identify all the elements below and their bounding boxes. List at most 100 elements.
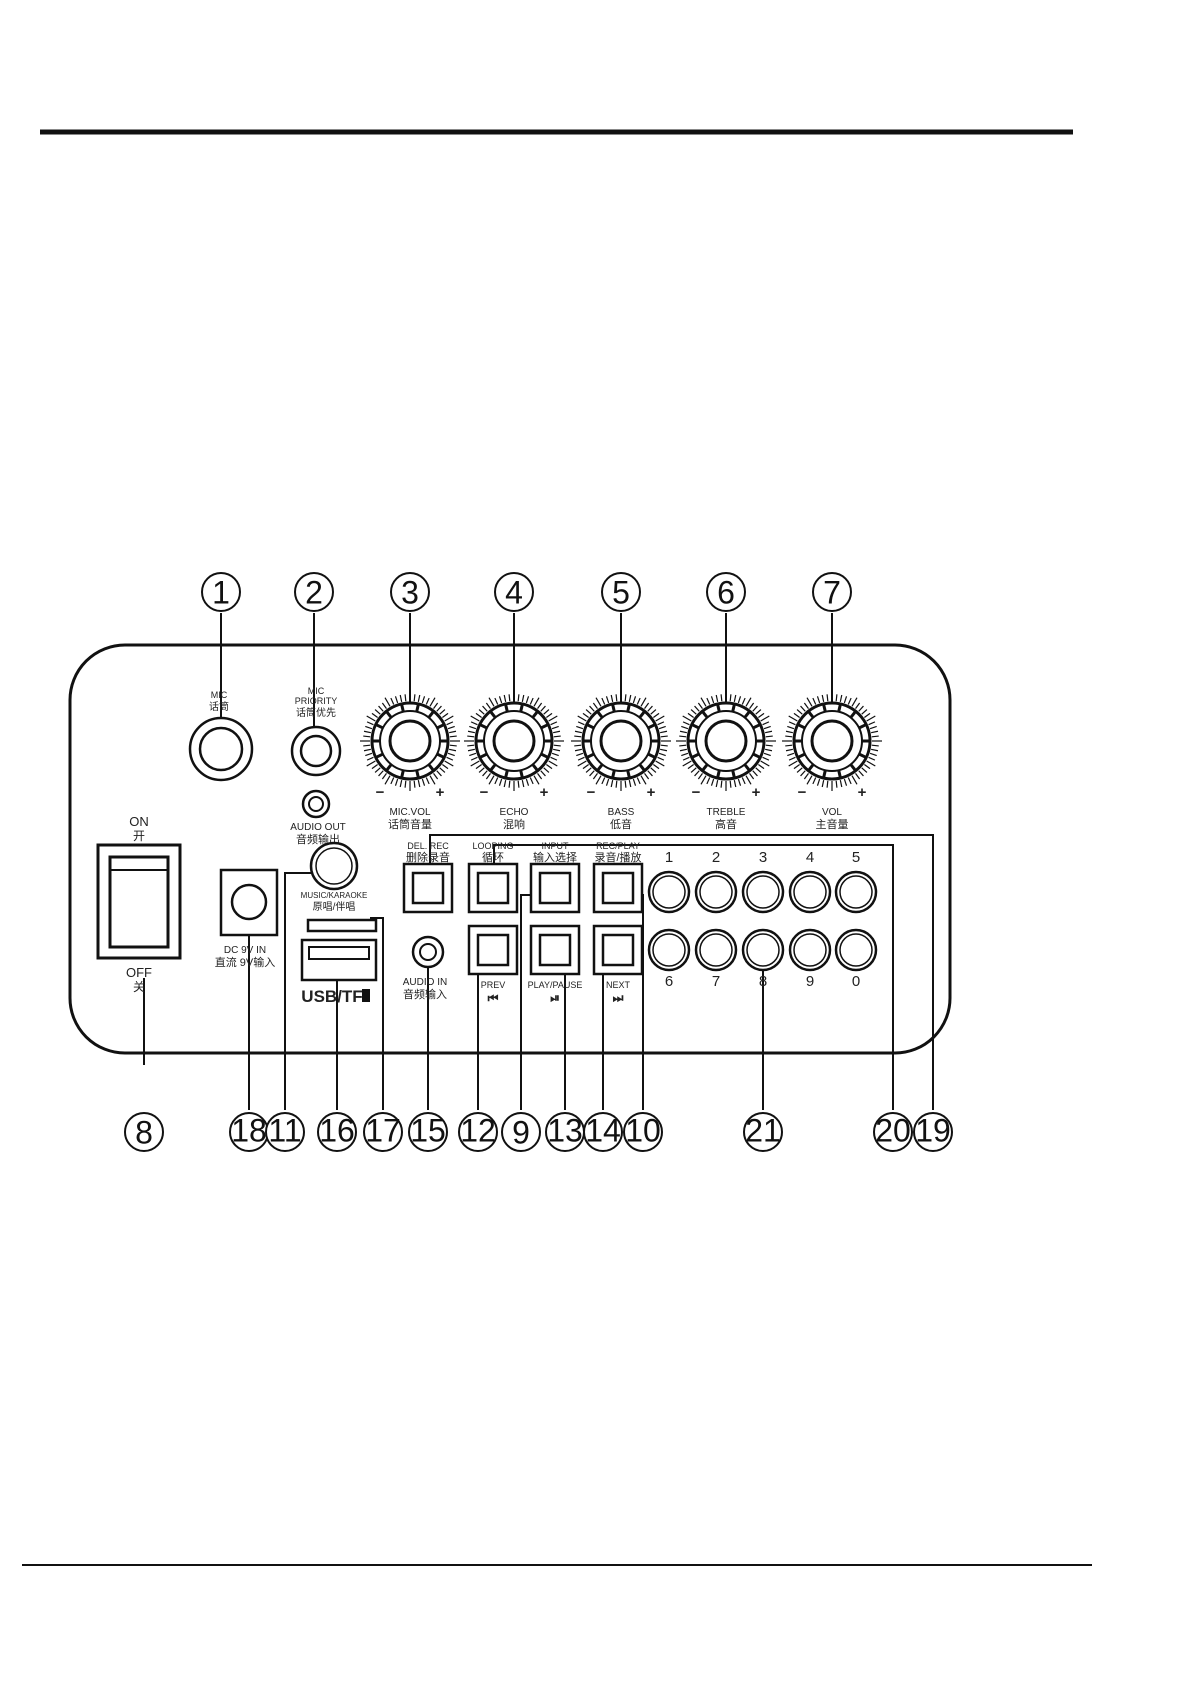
callout-number: 9	[512, 1115, 530, 1151]
dc-in-jack[interactable]	[219, 868, 279, 937]
key-3[interactable]: 3	[741, 849, 785, 914]
callout-18: 18	[229, 1112, 269, 1152]
key-7[interactable]: 7	[694, 928, 738, 990]
dc-in-zh: 直流 9V输入	[215, 955, 276, 969]
callout-number: 13	[547, 1112, 583, 1148]
audio-in-zh: 音频输入	[403, 987, 447, 1001]
usb-port[interactable]	[300, 938, 378, 982]
knob-label-zh: 混响	[503, 818, 525, 831]
button-symbol: ⏮	[488, 991, 499, 1005]
power-on-zh: 开	[133, 829, 145, 843]
button-label-zh: 删除录音	[406, 850, 450, 864]
callout-number: 18	[231, 1112, 267, 1148]
callout-12: 12	[458, 1112, 498, 1152]
mic-priority-jack[interactable]	[290, 725, 342, 777]
callout-number: 10	[625, 1112, 661, 1148]
key-label: 4	[806, 849, 814, 866]
button-playpause[interactable]: PLAY/PAUSE⏯	[528, 924, 583, 1005]
knob-label-zh: 低音	[610, 817, 632, 831]
number-keypad: 1 2 3 4 5 6 7 8 9 0	[647, 849, 878, 990]
key-9[interactable]: 9	[788, 928, 832, 990]
knob-plus-label: +	[647, 784, 656, 801]
audio-in-label: AUDIO IN	[403, 977, 447, 988]
key-6[interactable]: 6	[647, 928, 691, 990]
bottom-button-row: PREV⏮PLAY/PAUSE⏯NEXT⏭	[467, 924, 644, 1005]
key-label: 9	[806, 973, 814, 990]
mic-priority-label-1: MIC	[308, 686, 325, 696]
callout-3: 3	[390, 572, 430, 612]
key-label: 5	[852, 849, 860, 866]
mic-jack[interactable]	[188, 716, 254, 782]
callout-6: 6	[706, 572, 746, 612]
knob-group: −+MIC.VOL话筒音量−+ECHO混响−+BASS低音−+TREBLE高音−…	[360, 691, 882, 831]
callout-1: 1	[201, 572, 241, 612]
sd-card-icon	[362, 989, 370, 1002]
callout-lines	[143, 613, 934, 1110]
callout-number: 8	[135, 1115, 153, 1151]
knob-label: ECHO	[500, 807, 529, 818]
callout-15: 15	[408, 1112, 448, 1152]
callout-4: 4	[494, 572, 534, 612]
button-label-zh: 输入选择	[533, 850, 577, 864]
button-next[interactable]: NEXT⏭	[592, 924, 644, 1005]
knob-plus-label: +	[540, 784, 549, 801]
button-label: INPUT	[542, 841, 570, 851]
knob-minus-label: −	[798, 784, 807, 801]
callout-number: 6	[717, 575, 735, 611]
knob-minus-label: −	[376, 784, 385, 801]
key-label: 8	[759, 973, 767, 990]
button-label: LOOPING	[472, 841, 513, 851]
callout-number: 16	[319, 1112, 355, 1148]
callout-number: 4	[505, 575, 523, 611]
mic-zh: 话筒	[209, 700, 229, 713]
key-8[interactable]: 8	[741, 928, 785, 990]
knob-minus-label: −	[692, 784, 701, 801]
top-button-row: DEL. REC删除录音LOOPING循环INPUT输入选择REC/PLAY录音…	[402, 841, 644, 914]
button-label: PLAY/PAUSE	[528, 980, 583, 990]
callout-number: 11	[268, 1112, 301, 1148]
music-karaoke-button[interactable]	[309, 841, 359, 891]
key-1[interactable]: 1	[647, 849, 691, 914]
panel-outline	[68, 643, 952, 1055]
audio-out-jack[interactable]	[301, 789, 331, 819]
key-label: 2	[712, 849, 720, 866]
knob-label: VOL	[822, 807, 842, 818]
key-0[interactable]: 0	[834, 928, 878, 990]
knob-minus-label: −	[480, 784, 489, 801]
button-label: PREV	[481, 980, 506, 990]
callout-number: 1	[212, 575, 230, 611]
callout-number: 7	[823, 575, 841, 611]
dc-in-label: DC 9V IN	[224, 945, 266, 956]
callout-number: 2	[305, 575, 323, 611]
key-5[interactable]: 5	[834, 849, 878, 914]
callout-14: 14	[583, 1112, 623, 1152]
callout-19: 19	[913, 1112, 953, 1152]
tf-card-slot[interactable]	[306, 918, 378, 933]
key-label: 7	[712, 973, 720, 990]
callout-21: 21	[743, 1112, 783, 1152]
key-2[interactable]: 2	[694, 849, 738, 914]
power-switch[interactable]	[96, 843, 182, 960]
callout-8: 8	[124, 1112, 164, 1152]
key-label: 1	[665, 849, 673, 866]
callout-2: 2	[294, 572, 334, 612]
audio-in-jack[interactable]	[411, 935, 445, 969]
callout-number: 19	[915, 1112, 951, 1148]
key-4[interactable]: 4	[788, 849, 832, 914]
button-prev[interactable]: PREV⏮	[467, 924, 519, 1005]
callout-16: 16	[317, 1112, 357, 1152]
callout-9: 9	[501, 1112, 541, 1152]
mic-priority-zh: 话筒优先	[296, 706, 336, 719]
knob-label: BASS	[608, 807, 635, 818]
callout-10: 10	[623, 1112, 663, 1152]
callout-number: 17	[365, 1112, 401, 1148]
